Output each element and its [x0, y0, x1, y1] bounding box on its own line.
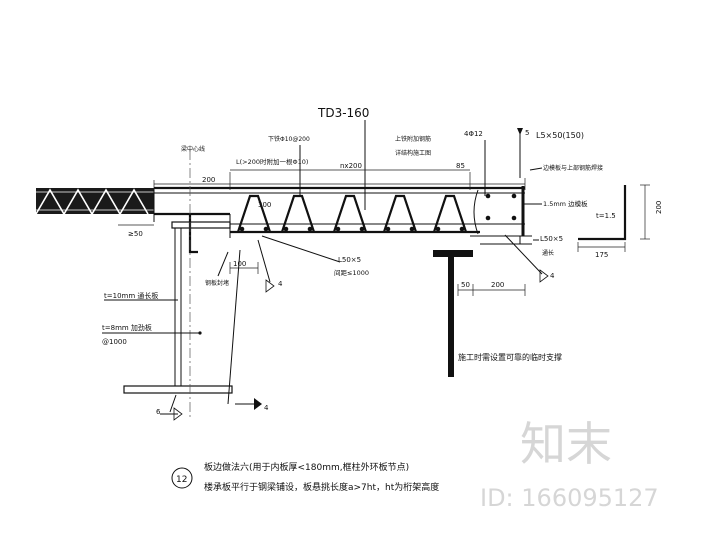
label-weld: 钢板封堵: [205, 279, 229, 287]
edge-formwork: [470, 186, 532, 245]
dim-85: 85: [456, 162, 465, 170]
label-see-drawing: 详结构施工图: [395, 149, 431, 157]
support-dims: [457, 284, 526, 296]
section-marker-6: [160, 394, 183, 421]
label-angle-l50x5-mid: L50×5: [338, 256, 361, 264]
section-mark-6: 6: [156, 408, 161, 416]
dim-100: 100: [233, 260, 246, 268]
section-mark-4-right: 4: [550, 272, 555, 280]
label-beam-centerline: 梁中心线: [181, 145, 205, 153]
dim-200-bottom: 200: [491, 281, 504, 289]
label-angle-long: 通长: [542, 249, 554, 257]
section-mark-4-low: 4: [264, 404, 269, 412]
dim-175: 175: [595, 251, 608, 259]
dim-200-left: 200: [202, 176, 215, 184]
dim-50-left: ≥50: [128, 230, 143, 238]
label-long-plate: t=10mm 通长板: [104, 291, 158, 300]
label-angle-l50x5-right: L50×5: [540, 235, 563, 243]
label-stiffener-spacing: @1000: [102, 338, 127, 346]
lower-left-dims: [118, 224, 259, 274]
section-marker-low: [227, 249, 262, 410]
label-edge-plate-thickness: 1.5mm 边模板: [543, 199, 588, 208]
dim-nx200: nx200: [340, 162, 362, 170]
label-bottom-bars: 下铁Φ10@200: [268, 135, 310, 143]
label-bar-4phi12: 4Φ12: [464, 130, 483, 138]
section-marker-mid: [257, 239, 275, 293]
angle-profile: [577, 184, 650, 252]
section-mark-5: 5: [525, 129, 529, 137]
label-angle-note: L5×50(150): [536, 131, 584, 140]
label-span-bar-note: L(>200时附加一根Φ10): [236, 157, 308, 166]
dim-50-bottom: 50: [461, 281, 470, 289]
section-marker-right: [504, 234, 549, 283]
note-number: 12: [176, 475, 187, 485]
left-truss-slab: [35, 188, 154, 216]
note-line-2: 楼承板平行于钢梁铺设，板悬挑长度a>7ht，ht为桁架高度: [204, 481, 439, 493]
label-temporary-support: 施工时需设置可靠的临时支撑: [458, 352, 562, 362]
note-line-1: 板边做法六(用于内板厚<180mm,框柱外环板节点): [204, 461, 409, 473]
truss-webs: [236, 194, 468, 233]
watermark-id: ID: 166095127: [480, 484, 659, 512]
flag-marker: [517, 128, 523, 135]
drawing-title: TD3-160: [317, 106, 369, 120]
temporary-support: [433, 250, 473, 377]
dim-200-vertical: 200: [655, 201, 663, 214]
label-spacing-note: 间距≤1000: [334, 269, 369, 277]
dim-300: 300: [258, 201, 271, 209]
section-mark-4-mid: 4: [278, 280, 283, 288]
note-number-circle: [171, 467, 193, 489]
leader-l50x5-mid: [261, 235, 341, 263]
leader-weld: [217, 251, 229, 277]
label-stiffener: t=8mm 加劲板: [102, 323, 152, 332]
label-plate-t: t=1.5: [596, 212, 616, 220]
leader-edge-plate: [529, 167, 543, 171]
steel-beam: [123, 214, 233, 394]
stiffener-dot: [198, 331, 202, 335]
label-edge-plate-note: 边模板与上部钢筋焊接: [543, 164, 603, 172]
watermark-logo: 知末: [520, 417, 612, 471]
top-dimensions: [153, 169, 526, 190]
rebar-dots: [239, 193, 517, 232]
label-top-bars: 上铁附加钢筋: [395, 135, 431, 143]
